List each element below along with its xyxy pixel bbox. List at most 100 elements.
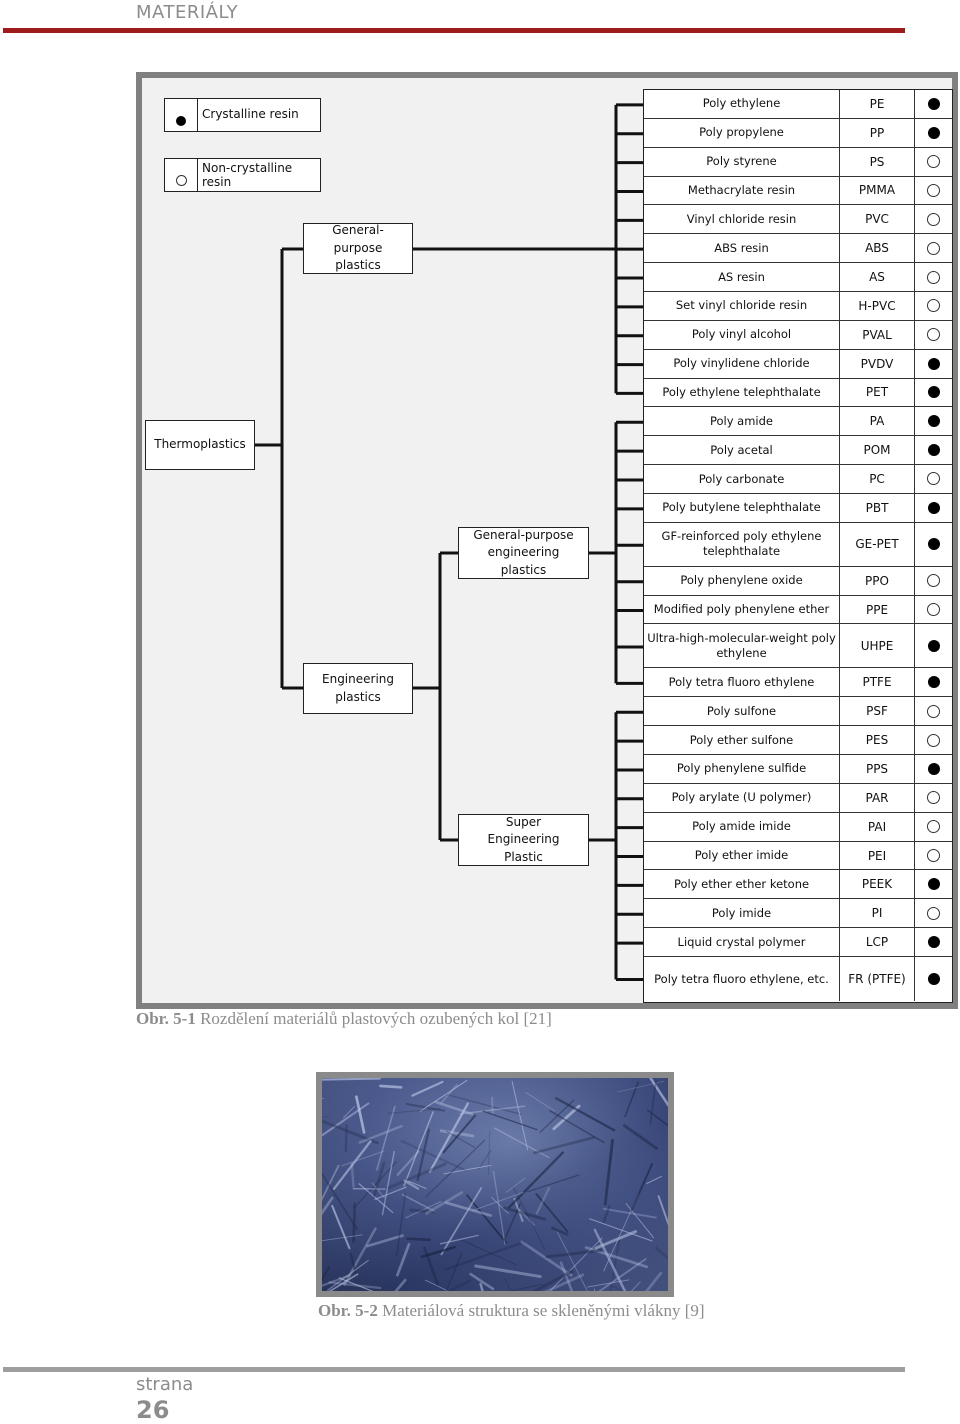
- glass-fiber-microstructure-image: [322, 1078, 668, 1291]
- crystallinity-marker: [915, 148, 952, 176]
- open-circle-icon: [927, 791, 940, 804]
- material-abbreviation: PET: [840, 379, 915, 407]
- material-name: Poly tetra fluoro ethylene, etc.: [644, 957, 840, 1001]
- material-name: Poly acetal: [644, 436, 840, 464]
- material-abbreviation: PES: [840, 726, 915, 754]
- filled-circle-icon: [928, 936, 940, 948]
- material-name: Poly vinylidene chloride: [644, 350, 840, 378]
- material-name: Ultra-high-molecular-weight poly ethylen…: [644, 624, 840, 667]
- material-name: Poly ethylene: [644, 90, 840, 118]
- material-name: Poly phenylene oxide: [644, 567, 840, 595]
- figure-2-caption: Obr. 5-2 Materiálová struktura se skleně…: [318, 1301, 705, 1321]
- filled-circle-icon: [928, 415, 940, 427]
- node-engineering-plastics: Engineering plastics: [303, 663, 413, 714]
- material-name: Poly ether imide: [644, 842, 840, 870]
- material-name: Poly tetra fluoro ethylene: [644, 668, 840, 696]
- figure-2-caption-label: Obr. 5-2: [318, 1301, 378, 1320]
- material-abbreviation: LCP: [840, 928, 915, 956]
- figure-plastics-classification: Crystalline resin Non-crystalline resin …: [136, 72, 958, 1009]
- material-abbreviation: PPE: [840, 596, 915, 624]
- material-name: Poly amide imide: [644, 813, 840, 841]
- material-name: Poly arylate (U polymer): [644, 784, 840, 812]
- crystallinity-marker: [915, 407, 952, 435]
- material-name: Poly ether ether ketone: [644, 870, 840, 898]
- material-name: Poly phenylene sulfide: [644, 755, 840, 783]
- figure-1-caption-text: Rozdělení materiálů plastových ozubených…: [196, 1009, 552, 1028]
- node-general-purpose-plastics: General-purpose plastics: [303, 223, 413, 274]
- open-circle-icon: [176, 175, 187, 186]
- open-circle-icon: [927, 472, 940, 485]
- filled-circle-icon: [928, 386, 940, 398]
- crystallinity-marker: [915, 292, 952, 320]
- page-header-title: MATERIÁLY: [136, 2, 238, 23]
- filled-circle-icon: [928, 640, 940, 652]
- material-name: Vinyl chloride resin: [644, 205, 840, 233]
- material-name: Poly vinyl alcohol: [644, 321, 840, 349]
- material-abbreviation: PS: [840, 148, 915, 176]
- material-abbreviation: PVC: [840, 205, 915, 233]
- open-circle-icon: [927, 271, 940, 284]
- crystallinity-marker: [915, 899, 952, 927]
- material-abbreviation: PTFE: [840, 668, 915, 696]
- node-general-purpose-engineering-plastics: General-purpose engineering plastics: [458, 527, 589, 579]
- open-circle-icon: [927, 184, 940, 197]
- filled-circle-icon: [928, 98, 940, 110]
- filled-circle-icon: [928, 127, 940, 139]
- material-name: Poly propylene: [644, 119, 840, 147]
- material-name: Methacrylate resin: [644, 177, 840, 205]
- crystallinity-marker: [915, 755, 952, 783]
- open-circle-icon: [927, 820, 940, 833]
- node-super-engineering-plastic: Super Engineering Plastic: [458, 814, 589, 866]
- crystallinity-marker: [915, 205, 952, 233]
- material-abbreviation: PI: [840, 899, 915, 927]
- legend-crystalline-label: Crystalline resin: [198, 106, 320, 123]
- filled-circle-icon: [928, 444, 940, 456]
- material-abbreviation: PVAL: [840, 321, 915, 349]
- material-abbreviation: PEI: [840, 842, 915, 870]
- material-abbreviation: PAI: [840, 813, 915, 841]
- material-abbreviation: PPS: [840, 755, 915, 783]
- crystallinity-marker: [915, 263, 952, 291]
- crystallinity-marker: [915, 379, 952, 407]
- open-circle-icon: [927, 155, 940, 168]
- open-circle-icon: [927, 328, 940, 341]
- crystallinity-marker: [915, 234, 952, 262]
- material-abbreviation: GE-PET: [840, 523, 915, 566]
- material-name: Poly butylene telephthalate: [644, 494, 840, 522]
- crystallinity-marker: [915, 813, 952, 841]
- table-row: Poly arylate (U polymer)PAR: [644, 784, 952, 813]
- table-row: Ultra-high-molecular-weight poly ethylen…: [644, 624, 952, 668]
- crystallinity-marker: [915, 957, 952, 1001]
- open-circle-icon: [927, 705, 940, 718]
- crystallinity-marker: [915, 726, 952, 754]
- crystallinity-marker: [915, 177, 952, 205]
- material-abbreviation: PAR: [840, 784, 915, 812]
- open-circle-icon: [927, 907, 940, 920]
- open-circle-icon: [927, 849, 940, 862]
- crystallinity-marker: [915, 842, 952, 870]
- table-row: GF-reinforced poly ethylene telephthalat…: [644, 523, 952, 567]
- open-circle-icon: [927, 603, 940, 616]
- crystallinity-marker: [915, 624, 952, 667]
- material-abbreviation: PE: [840, 90, 915, 118]
- material-name: AS resin: [644, 263, 840, 291]
- crystallinity-marker: [915, 928, 952, 956]
- open-circle-icon: [927, 242, 940, 255]
- material-abbreviation: AS: [840, 263, 915, 291]
- figure-1-caption-label: Obr. 5-1: [136, 1009, 196, 1028]
- table-row: Poly tetra fluoro ethylene, etc.FR (PTFE…: [644, 957, 952, 1001]
- material-abbreviation: PA: [840, 407, 915, 435]
- crystallinity-marker: [915, 567, 952, 595]
